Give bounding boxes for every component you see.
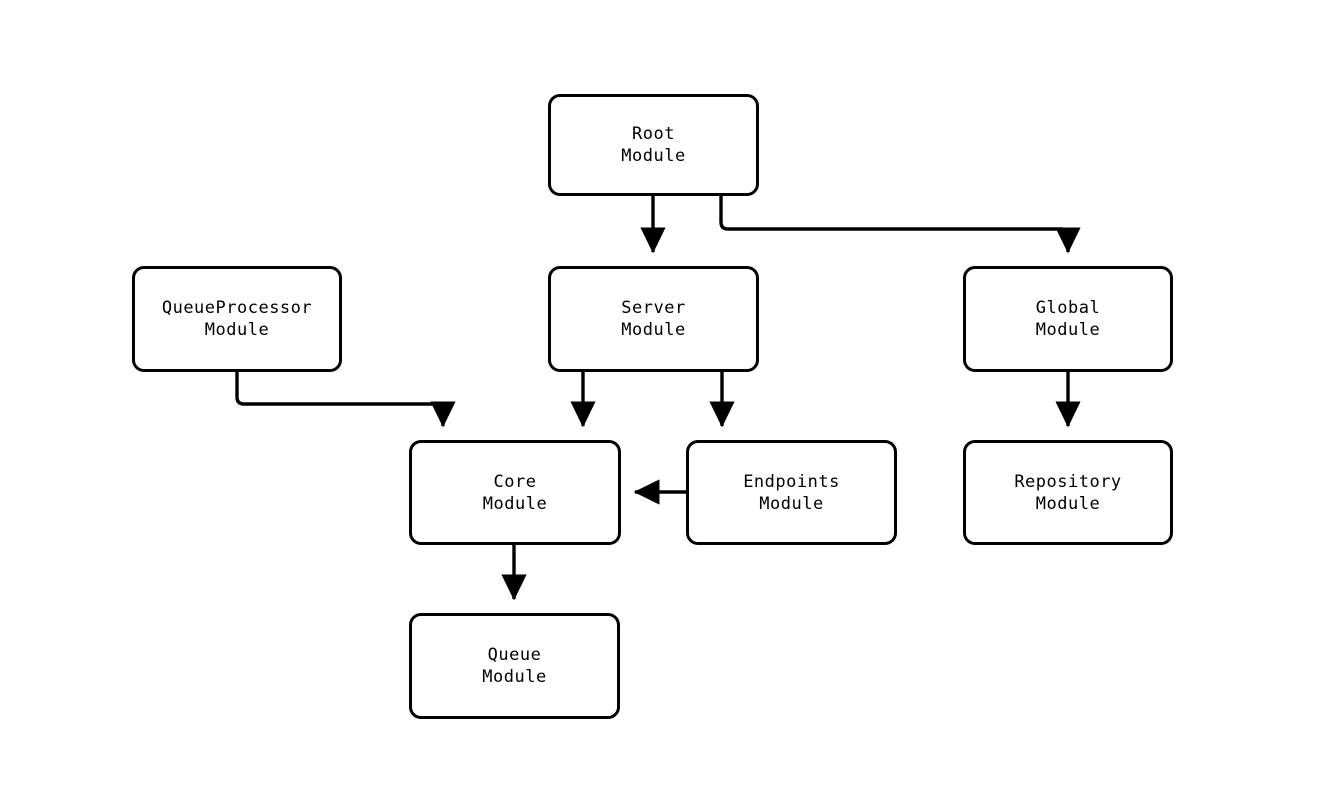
node-label-queueprocessor-line2: Module [204,320,270,340]
edge-queueprocessor-to-core [235,372,456,428]
node-label-core-line2: Module [482,493,548,514]
node-label-endpoints-line1: Endpoints [743,471,840,492]
node-label-root-line1: Root [632,124,675,144]
edge-root-to-global [719,196,1081,254]
node-label-server-line2: Module [621,320,686,340]
node-label-global-line1: Global [1035,298,1101,318]
node-label-root-line2: Module [621,146,686,166]
node-label-repository-line2: Module [1035,493,1101,514]
node-label-core-line1: Core [493,471,537,492]
node-label-queueprocessor-line1: QueueProcessor [161,298,313,318]
node-label-queue-line1: Queue [487,645,542,665]
node-label-queue-line2: Module [482,667,547,687]
node-label-server-line1: Server [621,298,686,318]
node-label-global-line2: Module [1035,320,1101,340]
node-label-repository-line1: Repository [1014,471,1122,492]
node-label-endpoints-line2: Module [759,493,824,514]
